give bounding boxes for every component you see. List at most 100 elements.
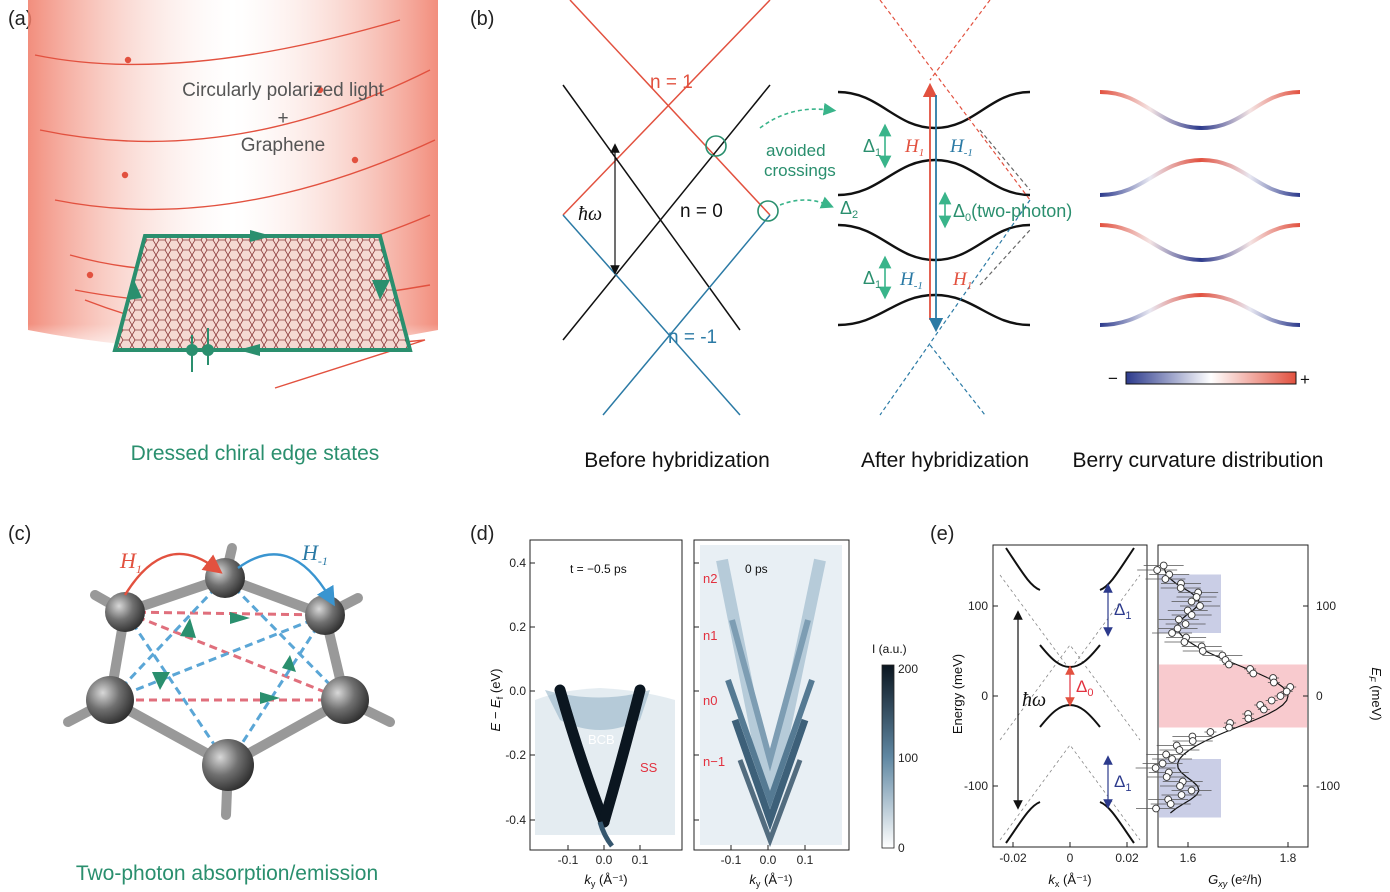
xtick-label: 1.8 xyxy=(1280,851,1297,865)
xtick-label: -0.1 xyxy=(558,853,579,867)
data-point xyxy=(1282,687,1291,696)
dispersion-curves xyxy=(999,547,1141,844)
panel-c-label: (c) xyxy=(8,523,31,545)
bare-cones-dashed xyxy=(879,0,1031,416)
panel-d-xlabel-right: ky (Å⁻¹) xyxy=(749,872,792,889)
colorbar-tick: 0 xyxy=(898,841,905,855)
chiral-edge-arrows xyxy=(128,230,390,372)
Hm1-label: H-1 xyxy=(301,540,328,568)
beam-label-line1: Circularly polarized light xyxy=(182,80,384,101)
floquet-label-0: n2 xyxy=(703,571,717,586)
intensity-colorbar xyxy=(881,664,895,849)
avoided-arrow xyxy=(759,102,837,129)
data-point xyxy=(1175,746,1184,754)
graphene-sheet xyxy=(112,234,413,352)
ytick-label: 0 xyxy=(981,689,988,703)
ss-label: SS xyxy=(640,760,658,775)
data-point xyxy=(1192,593,1201,601)
xtick-label: 0.1 xyxy=(632,853,649,867)
colorbar-title: I (a.u.) xyxy=(872,642,907,656)
data-point xyxy=(1176,782,1184,790)
data-point xyxy=(1187,786,1196,795)
colorbar-minus: − xyxy=(1108,369,1118,388)
arpes-overlay-labels: t = −0.5 ps 0 ps BCB SS xyxy=(570,562,768,775)
data-point xyxy=(1176,584,1185,592)
data-point xyxy=(1244,714,1253,723)
data-point xyxy=(1206,728,1215,736)
H1-label: H1 xyxy=(952,269,972,292)
conductance-data xyxy=(1135,561,1297,814)
Hm1-label: H-1 xyxy=(949,136,973,159)
floquet-cone-n1 xyxy=(562,0,771,216)
data-point xyxy=(1260,705,1268,714)
n-top-label: n = 1 xyxy=(650,72,693,93)
xtick-label: 1.6 xyxy=(1180,851,1197,865)
data-point xyxy=(1188,737,1197,745)
data-point xyxy=(1151,764,1160,772)
berry-curvature-bands xyxy=(1099,90,1301,327)
n-bot-label: n = -1 xyxy=(668,327,717,348)
colorbar-plus: + xyxy=(1300,370,1310,389)
H1-label: H1 xyxy=(904,136,924,159)
hbar-omega-label: ħω xyxy=(1022,689,1046,711)
carbon-atoms xyxy=(86,558,369,791)
avoided-label-2: crossings xyxy=(764,161,836,180)
panel-d-ylabel: E − Ef (eV) xyxy=(488,669,505,732)
ef-ylabel: EF (meV) xyxy=(1367,667,1384,720)
data-point xyxy=(1225,723,1233,732)
panel-d-label: (d) xyxy=(470,523,494,545)
xtick-label: 0.0 xyxy=(760,853,777,867)
data-point xyxy=(1168,755,1176,763)
panel-a-label: (a) xyxy=(8,8,32,30)
ytick-label: -0.4 xyxy=(505,813,526,827)
kx-xlabel: kx (Å⁻¹) xyxy=(1048,872,1091,889)
delta1-label: Δ1 xyxy=(1114,600,1131,622)
xtick-label: 0.0 xyxy=(596,853,613,867)
ytick-label: 0.2 xyxy=(509,620,526,634)
xtick-label: -0.1 xyxy=(721,853,742,867)
data-point xyxy=(1276,692,1285,700)
data-point xyxy=(1162,750,1170,759)
ytick-label: -100 xyxy=(1316,779,1340,793)
xtick-label: 0 xyxy=(1067,851,1074,865)
panel-b-label: (b) xyxy=(470,8,494,30)
floquet-label-1: n1 xyxy=(703,628,717,643)
panel-a-caption: Dressed chiral edge states xyxy=(131,442,380,465)
arpes-right-map xyxy=(700,545,842,848)
ytick-label: 100 xyxy=(1316,599,1336,613)
gxy-xlabel: Gxy (e²/h) xyxy=(1208,872,1262,889)
data-point xyxy=(1174,615,1183,624)
xtick-label: -0.02 xyxy=(999,851,1027,865)
data-point xyxy=(1166,800,1175,808)
data-point xyxy=(1159,561,1168,570)
H1-label: H1 xyxy=(119,548,142,576)
n-mid-label: n = 0 xyxy=(680,201,723,222)
floquet-label-3: n−1 xyxy=(703,754,725,769)
data-point xyxy=(1152,804,1160,813)
right-time-label: 0 ps xyxy=(745,562,768,576)
data-point xyxy=(1158,759,1167,768)
Hm1-hop-arrow xyxy=(237,553,335,607)
floquet-label-2: n0 xyxy=(703,693,717,708)
colorbar-tick: 100 xyxy=(898,751,918,765)
berry-colorbar xyxy=(1125,371,1297,385)
delta1-label: Δ1 xyxy=(863,136,881,159)
hopping-paths xyxy=(108,576,347,766)
caption-after: After hybridization xyxy=(861,449,1029,472)
arpes-left-map xyxy=(535,684,675,848)
delta1-label: Δ1 xyxy=(863,268,881,291)
data-point xyxy=(1198,647,1207,655)
ytick-label: 0.0 xyxy=(509,684,526,698)
panel-c: (c) xyxy=(8,523,395,885)
data-point xyxy=(1153,566,1162,574)
ytick-label: -0.2 xyxy=(505,748,526,762)
delta0-label: Δ0 xyxy=(1076,677,1093,699)
data-point xyxy=(1225,660,1233,669)
data-point xyxy=(1177,791,1186,799)
colorbar-tick: 200 xyxy=(898,662,918,676)
delta2-label: Δ2 xyxy=(840,198,858,221)
ytick-label: 100 xyxy=(968,599,988,613)
panel-c-caption: Two-photon absorption/emission xyxy=(76,862,378,885)
